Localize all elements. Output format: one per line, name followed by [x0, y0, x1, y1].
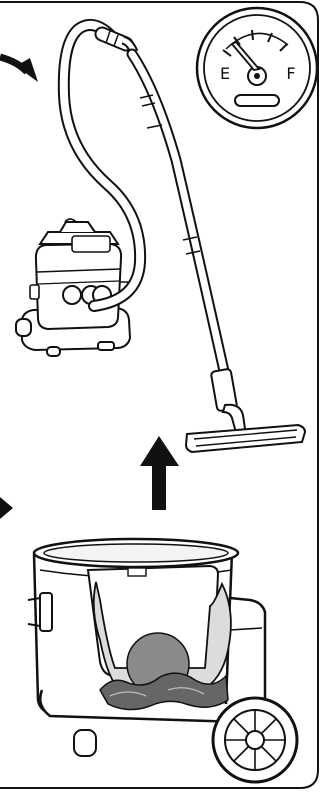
- up-arrow-icon: [140, 436, 179, 510]
- drum-with-filter-bag-illustration: [28, 539, 297, 782]
- gauge-full-label: F: [286, 64, 295, 83]
- vacuum-cleaner-illustration: [16, 219, 130, 356]
- floor-nozzle: [186, 405, 305, 452]
- arrow-in-icon: [0, 497, 13, 519]
- gauge-empty-label: E: [220, 64, 230, 83]
- fuel-gauge-icon: E F: [197, 8, 317, 128]
- arrow-in-icon: [0, 57, 38, 82]
